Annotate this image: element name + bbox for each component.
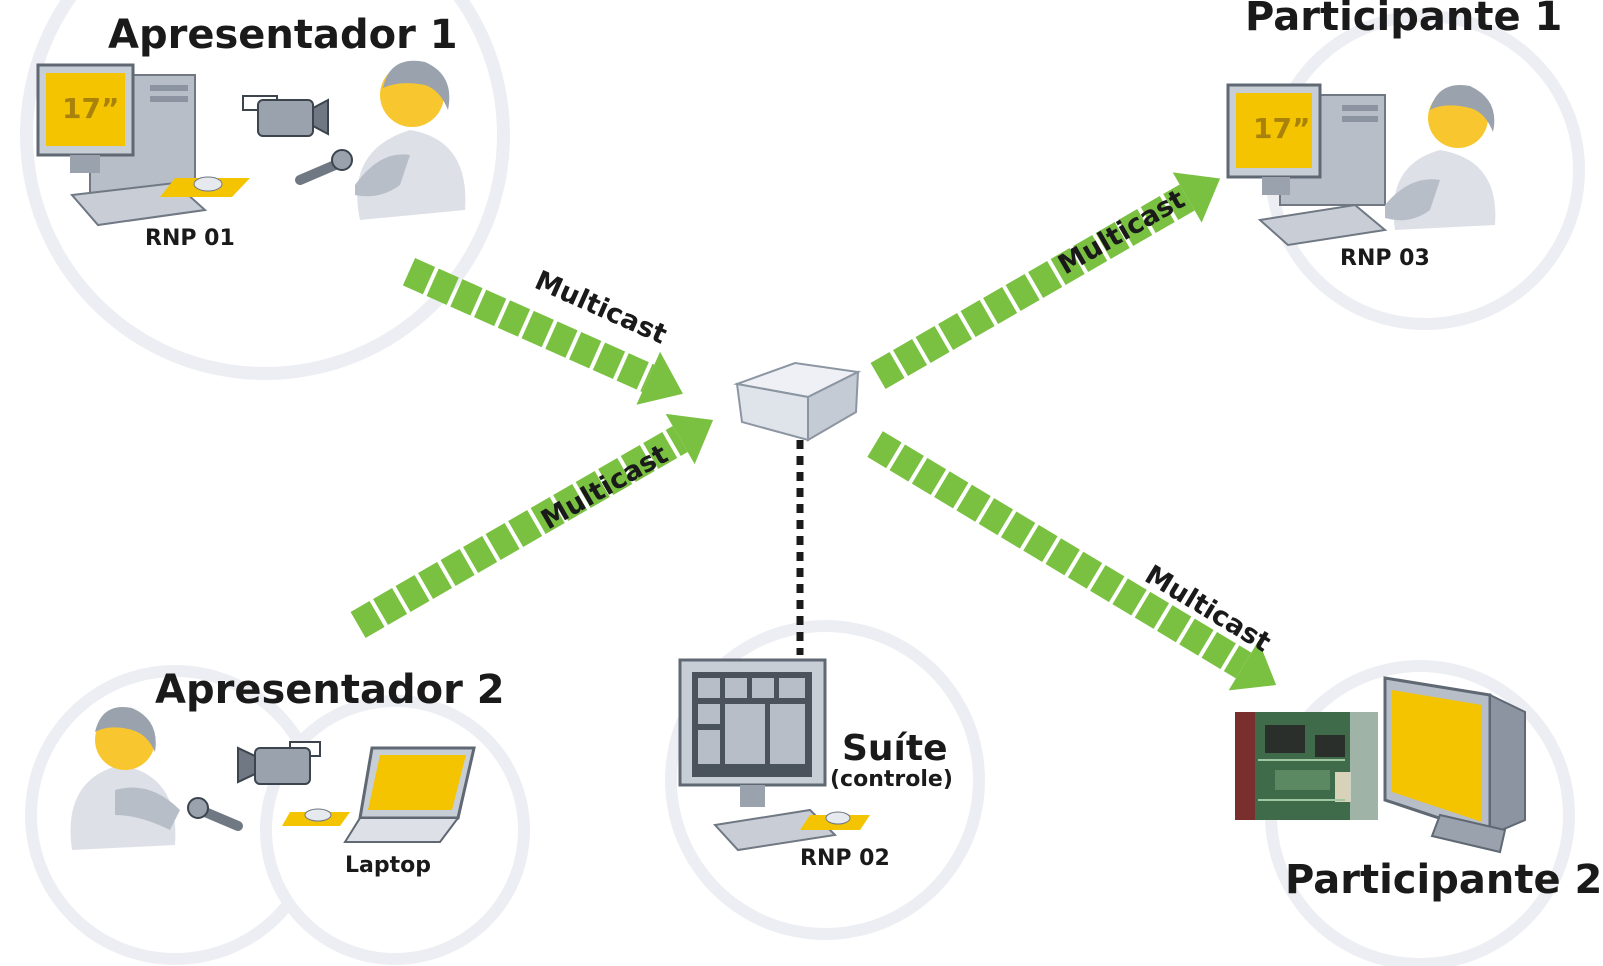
video-camera-icon bbox=[237, 741, 321, 785]
rnp03-label: RNP 03 bbox=[1340, 246, 1430, 271]
router-icon bbox=[733, 361, 862, 442]
apresentador1-title: Apresentador 1 bbox=[108, 12, 458, 58]
suite-subtitle: (controle) bbox=[830, 767, 953, 792]
monitor-size-label: 17” bbox=[1253, 112, 1310, 145]
apresentador2-title: Apresentador 2 bbox=[155, 667, 505, 713]
laptop-icon bbox=[282, 746, 476, 843]
arrow-router-to-p1 bbox=[870, 172, 1221, 389]
microphone-icon bbox=[295, 149, 353, 185]
participante2-title: Participante 2 bbox=[1285, 857, 1602, 903]
video-camera-icon bbox=[242, 95, 329, 137]
laptop-label: Laptop bbox=[345, 853, 431, 878]
microphone-icon bbox=[187, 797, 243, 831]
monitor-size-label: 17” bbox=[62, 92, 119, 125]
arrow-a1-to-router bbox=[402, 258, 683, 405]
presenter-person-icon bbox=[355, 60, 466, 220]
arrow-router-to-p2 bbox=[867, 431, 1277, 691]
monitor-icon-suite bbox=[678, 658, 870, 852]
suite-title: Suíte bbox=[842, 728, 948, 769]
computer-icon-rnp01: 17” bbox=[36, 63, 250, 227]
circuit-board-icon bbox=[1235, 712, 1378, 820]
rnp01-label: RNP 01 bbox=[145, 226, 235, 251]
participant-person-icon bbox=[1385, 85, 1496, 230]
multicast-label-p1: Multicast bbox=[1053, 184, 1190, 281]
computer-icon-rnp03: 17” bbox=[1226, 83, 1388, 247]
rnp02-label: RNP 02 bbox=[800, 846, 890, 871]
presenter2-person-icon bbox=[70, 707, 180, 850]
arrow-a2-to-router bbox=[350, 413, 714, 638]
display-icon-participante2 bbox=[1383, 676, 1526, 854]
participante1-title: Participante 1 bbox=[1245, 0, 1562, 40]
multicast-label-a2: Multicast bbox=[536, 439, 673, 536]
